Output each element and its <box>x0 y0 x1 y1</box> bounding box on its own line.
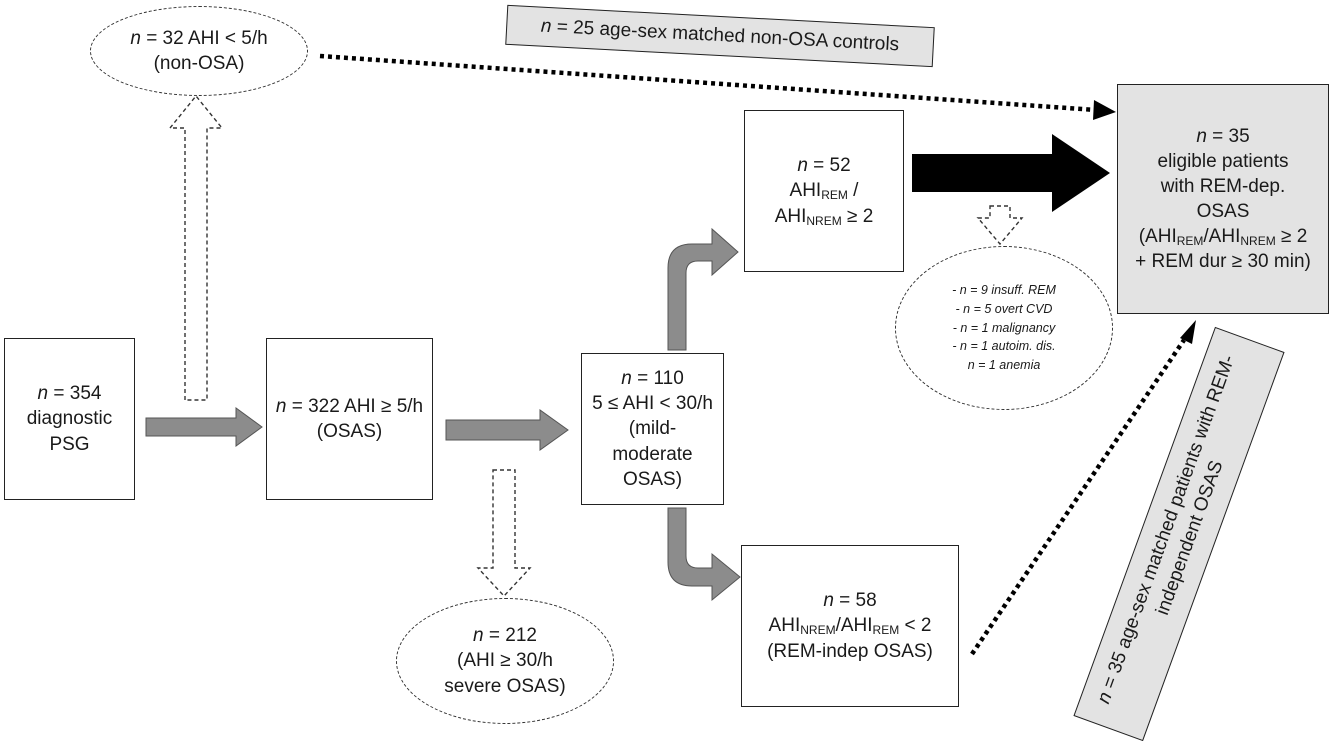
node-mild-moderate: n = 110 5 ≤ AHI < 30/h (mild- moderate O… <box>581 353 724 505</box>
exclusion-item: - n = 1 autoim. dis. <box>952 339 1056 354</box>
node-rem-dependent-52: n = 52 AHIREM / AHINREM ≥ 2 <box>744 110 904 272</box>
exclusion-item: - n = 5 overt CVD <box>955 301 1053 316</box>
dotted-line-controls <box>319 53 1097 113</box>
dotted-line-controls-head <box>1093 100 1116 120</box>
exclusion-item: n = 1 anemia <box>967 358 1041 373</box>
exclusion-item: - n = 9 insuff. REM <box>952 283 1056 298</box>
node-eligible-patients: n = 35 eligible patients with REM-dep. O… <box>1117 84 1329 314</box>
node-diagnostic-psg: n = 354 diagnostic PSG <box>4 338 135 500</box>
exclusion-item: - n = 1 malignancy <box>952 320 1056 335</box>
oval-non-osa: n = 32 AHI < 5/h (non-OSA) <box>90 6 308 96</box>
oval-severe-osas: n = 212 (AHI ≥ 30/h severe OSAS) <box>396 598 614 724</box>
dotted-line-matched <box>970 338 1186 656</box>
arrow-osas-to-mild <box>445 409 569 451</box>
oval-exclusions: - n = 9 insuff. REM - n = 5 overt CVD - … <box>895 246 1113 410</box>
arrow-psg-to-osas <box>145 407 263 447</box>
node-rem-independent-58: n = 58 AHINREM/AHIREM < 2 (REM-indep OSA… <box>741 545 959 707</box>
arrow-52-to-eligible <box>912 134 1110 212</box>
node-osas: n = 322 AHI ≥ 5/h (OSAS) <box>266 338 433 500</box>
arrow-mild-to-52 <box>667 227 739 351</box>
arrow-osas-to-nonosa <box>168 94 224 401</box>
arrow-mild-to-58 <box>667 507 741 602</box>
dotted-line-matched-head <box>1180 320 1196 344</box>
arrow-osas-to-severe <box>476 469 532 598</box>
arrow-52-to-exclusions <box>976 205 1024 246</box>
